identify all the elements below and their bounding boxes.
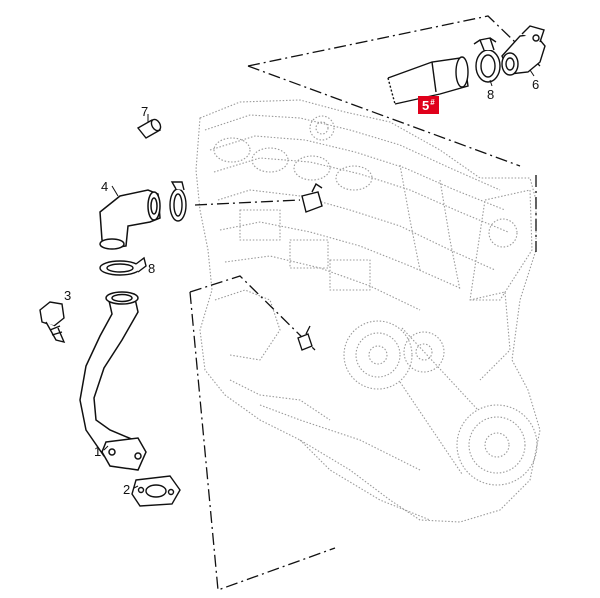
part-8-clamp-lower [99,256,147,276]
callout-6: 6 [532,77,540,92]
part-6-water-outlet [501,25,546,76]
part-3-bolt [39,301,66,344]
callout-5-highlight: 5# [418,96,439,114]
part-7-sleeve [136,118,162,139]
leader-lines [189,15,541,591]
callout-5-number: 5 [422,98,430,113]
callout-ticks [103,69,535,489]
part-8-clamp-top [473,37,501,83]
callout-1: 1 [94,444,102,459]
part-2-gasket [131,475,181,507]
callout-8-top: 8 [487,87,495,102]
callout-7: 7 [141,104,149,119]
engine-block-illustration [195,99,541,523]
part-5-hose [387,56,469,105]
callout-2: 2 [123,482,131,497]
callout-8-lower: 8 [148,261,156,276]
callout-5-marker: # [430,98,435,107]
thermostat-stub [301,182,323,213]
part-4-elbow-hose [99,189,161,250]
part-4-clamp [169,181,187,222]
callout-3: 3 [64,288,72,303]
part-1-coolant-pipe [79,291,147,471]
callout-4: 4 [101,179,109,194]
fitting-on-block [297,325,313,351]
